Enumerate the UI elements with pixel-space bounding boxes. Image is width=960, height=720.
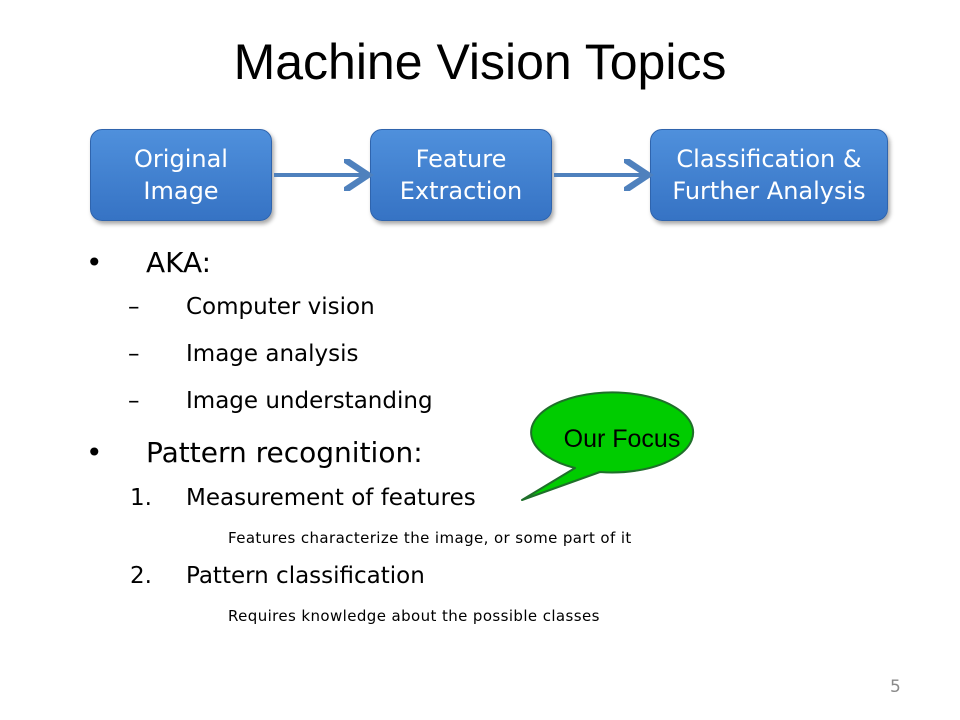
step-number: 2.: [130, 563, 152, 589]
our-focus-label: Our Focus: [563, 425, 681, 453]
slide-title: Machine Vision Topics: [233, 34, 727, 90]
step-label: Pattern classification: [186, 563, 425, 589]
dash-marker: –: [128, 294, 140, 320]
step-label: Measurement of features: [186, 485, 476, 511]
flow-box-label: Feature Extraction: [399, 145, 523, 205]
flow-box-classification: Classification & Further Analysis: [650, 129, 888, 221]
page-number: 5: [890, 677, 901, 697]
aka-item: Image understanding: [186, 388, 433, 414]
pattern-heading: Pattern recognition:: [146, 436, 423, 469]
aka-heading: AKA:: [146, 246, 212, 279]
step-detail: Requires knowledge about the possible cl…: [228, 607, 600, 625]
aka-item: Image analysis: [186, 341, 359, 367]
aka-item: Computer vision: [186, 294, 375, 320]
flow-box-original-image: Original Image: [90, 129, 272, 221]
flow-box-label: Original Image: [134, 145, 228, 205]
flow-box-label: Classification & Further Analysis: [672, 145, 866, 205]
callout-bubble: [521, 391, 695, 501]
dash-marker: –: [128, 388, 140, 414]
bullet-marker: •: [86, 436, 103, 469]
bullet-marker: •: [86, 246, 103, 279]
dash-marker: –: [128, 341, 140, 367]
step-detail: Features characterize the image, or some…: [228, 529, 632, 547]
step-number: 1.: [130, 485, 152, 511]
